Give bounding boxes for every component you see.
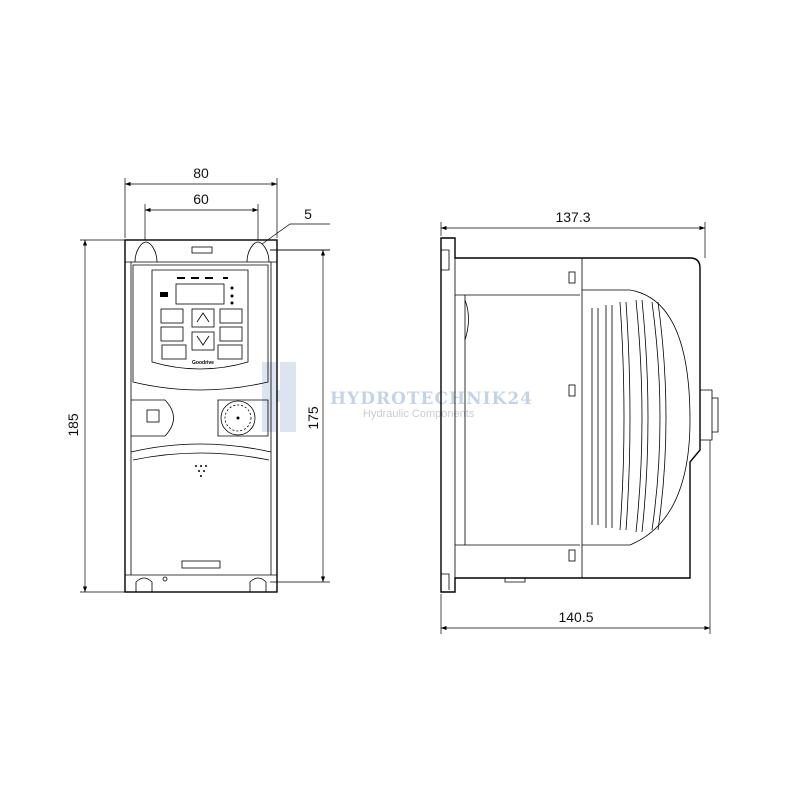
quick-button[interactable] [160, 326, 184, 342]
drawing-line [205, 277, 213, 279]
drawing-line [261, 223, 330, 251]
drawing-line [224, 404, 252, 432]
drawing-line [200, 475, 202, 477]
drawing-line [464, 299, 469, 341]
mount-hole-top-left [134, 241, 158, 263]
stop-button[interactable] [217, 344, 243, 360]
keypad-brand: Goodrive [192, 360, 214, 366]
led-dots [195, 465, 207, 477]
dim-width: 80 [193, 165, 209, 181]
drawing-line [230, 294, 234, 298]
drawing-line [441, 249, 450, 590]
dim-depth-overall: 140.5 [558, 609, 593, 625]
drawing-line [568, 384, 576, 397]
drawing-line [440, 222, 711, 634]
front-outline [124, 239, 278, 593]
front-view: Goodrive [124, 239, 278, 593]
drawing-line [568, 549, 576, 562]
drawing-line [132, 452, 270, 461]
watermark-title: HYDROTECHNIK24 [330, 389, 533, 409]
shift-button[interactable] [219, 326, 243, 342]
drawing-line [80, 239, 125, 593]
watermark-subtitle: Hydraulic Components [363, 408, 475, 420]
side-outline [440, 237, 701, 593]
dim-height: 185 [65, 413, 81, 437]
drawing-line [130, 262, 272, 575]
keypad [151, 269, 249, 370]
side-connector [700, 389, 719, 441]
drawing-line [230, 301, 234, 305]
prg-button[interactable] [160, 308, 184, 324]
mount-hole-top-right [246, 241, 270, 263]
drawing-line [568, 271, 576, 284]
drawing-line [130, 443, 272, 453]
dim-depth-body: 137.3 [555, 209, 590, 225]
drawing-line [504, 578, 526, 583]
drawing-line [196, 312, 210, 323]
drawing-line [198, 470, 200, 472]
dim-hole-height: 175 [305, 406, 321, 430]
display [175, 283, 225, 305]
side-dimensions: 137.3 140.5 [440, 209, 711, 634]
keypad-panel [132, 264, 269, 391]
drawing-line [582, 289, 691, 546]
drawing-line [591, 299, 667, 533]
drawing-line [177, 277, 185, 279]
dim-hole-offset: 5 [304, 206, 312, 222]
label-slot [181, 560, 221, 569]
drawing-line [270, 249, 330, 583]
drawing-line [160, 292, 168, 297]
potentiometer-knob[interactable] [220, 400, 256, 436]
run-button[interactable] [161, 344, 187, 360]
mount-hole-bottom-left [135, 577, 153, 592]
drawing-line [203, 470, 205, 472]
side-view [440, 237, 719, 593]
drawing-line [230, 286, 234, 290]
drawing-line [196, 335, 210, 346]
up-button[interactable] [191, 308, 215, 328]
drawing-line [205, 465, 207, 467]
drawing-line [195, 465, 197, 467]
rj45-port-cover [131, 399, 174, 437]
data-button[interactable] [219, 308, 243, 324]
front-dimensions: 80 60 5 185 175 [65, 165, 330, 593]
dim-hole-spacing: 60 [193, 191, 209, 207]
vent-slots [591, 299, 667, 533]
watermark: HYDROTECHNIK24 Hydraulic Components [262, 362, 533, 432]
drawing-line [454, 258, 580, 578]
drawing-line [223, 277, 228, 279]
keypad-buttons [160, 308, 243, 360]
down-button[interactable] [191, 331, 215, 351]
mount-hole-bottom-right [249, 577, 267, 592]
drawing-line [236, 416, 240, 420]
drawing-line [162, 576, 168, 582]
drawing-line [217, 399, 269, 437]
drawing-line [160, 277, 234, 305]
drawing-line [200, 465, 202, 467]
drawing-line [268, 390, 293, 402]
drawing-line [124, 178, 278, 240]
drawing-line [191, 277, 199, 279]
top-slot [191, 246, 213, 254]
rj45-port-icon [146, 409, 160, 423]
